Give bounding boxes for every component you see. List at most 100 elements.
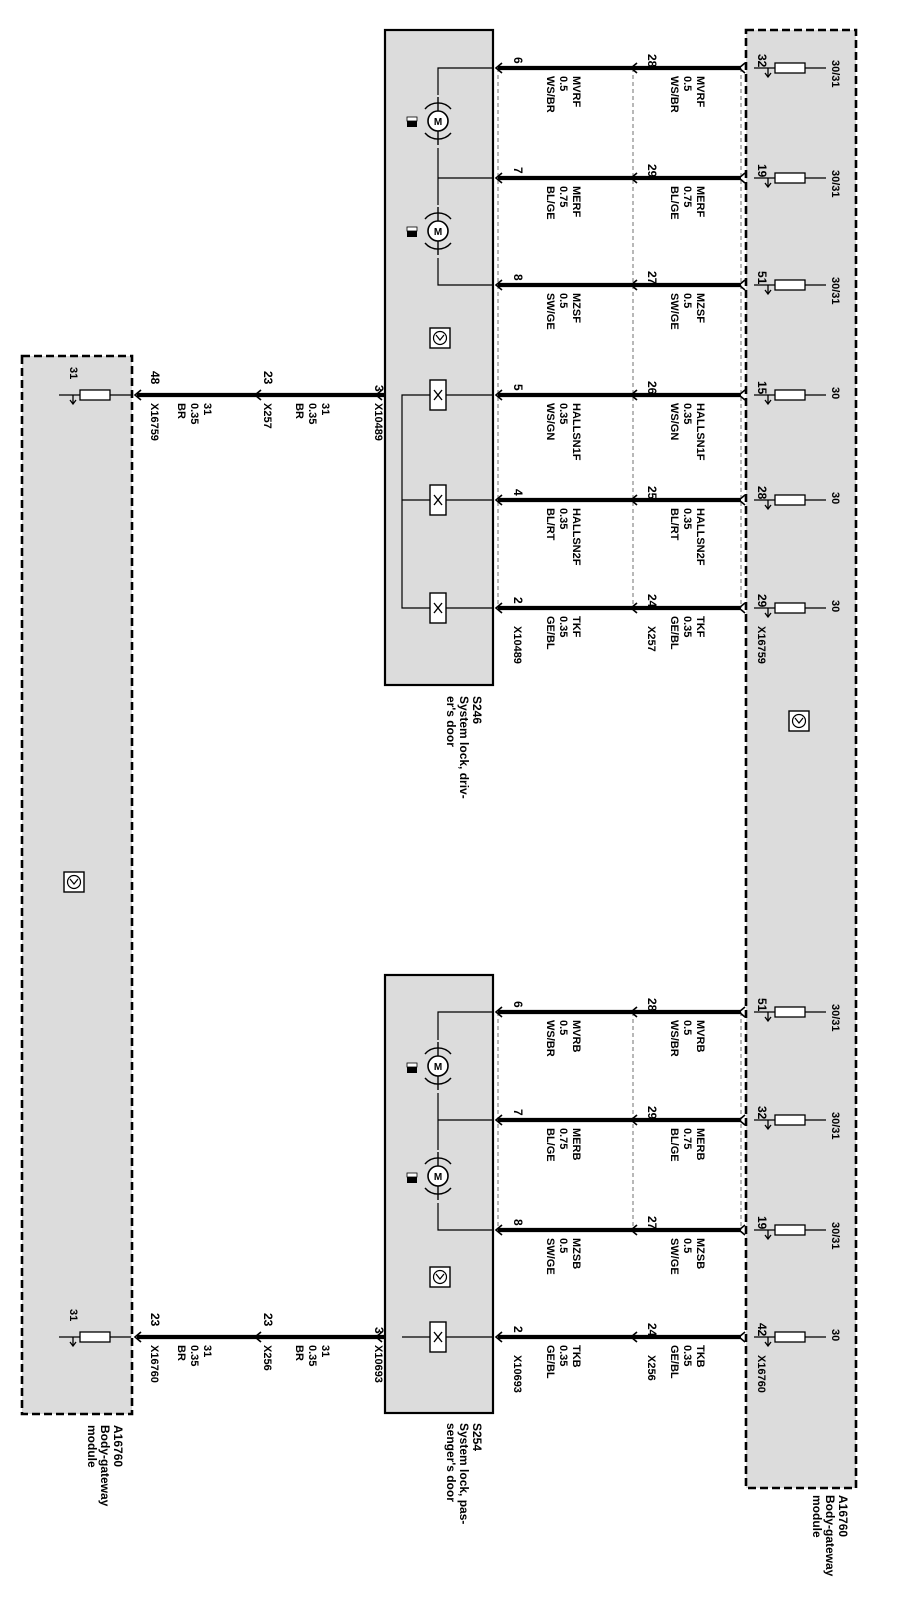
terminal-label: 30/31 <box>829 1222 841 1250</box>
wire-signal-label: HALLSN2F <box>694 508 706 566</box>
control-unit-icon <box>429 327 451 349</box>
wire-color-label: SW/GE <box>544 293 556 330</box>
wire-gauge-label: 0.75 <box>681 186 693 207</box>
pin-module: 29 <box>755 594 769 608</box>
wire-gauge-label: 0.35 <box>681 508 693 529</box>
pin-module: 51 <box>755 998 769 1012</box>
wire-signal-label: MVRB <box>570 1020 582 1052</box>
pin-module: 51 <box>755 271 769 285</box>
driver-switch-id: S246 <box>470 696 484 724</box>
terminal-label: 30 <box>829 387 841 399</box>
connector-chevron <box>494 1224 503 1236</box>
pin-module: 19 <box>755 1216 769 1230</box>
wire-signal-label: MZSB <box>570 1238 582 1269</box>
module-left-id: A16760 <box>111 1425 125 1467</box>
passenger-switch-caption: S254 System lock, pas- senger's door <box>444 1423 484 1524</box>
terminal-label: 30 <box>829 600 841 612</box>
wire-color-label: GE/BL <box>544 616 556 650</box>
module-right-caption: A16760 Body-gateway module <box>810 1495 850 1577</box>
pin-mid: 29 <box>645 1106 659 1120</box>
pin-switch: 5 <box>511 384 525 391</box>
driver-switch-internals <box>401 67 493 624</box>
fuse-marker-icon <box>406 116 418 128</box>
wire-signal-label: MERF <box>694 186 706 217</box>
hall-sensor-icon <box>429 484 447 516</box>
wire-signal-label: MZSB <box>694 1238 706 1269</box>
connector-chevron <box>629 1224 638 1236</box>
pin-module: 48 <box>148 371 162 385</box>
connector-chevron <box>629 1331 638 1343</box>
control-unit-icon <box>429 1266 451 1288</box>
wire-color-label: SW/GE <box>544 1238 556 1275</box>
wire-gauge-label: 0.35 <box>681 403 693 424</box>
connector-id-module: X16760 <box>148 1345 160 1383</box>
terminal-label: 31 <box>67 1309 79 1321</box>
pin-module: 19 <box>755 164 769 178</box>
driver-switch-caption: S246 System lock, driv- er's door <box>444 696 484 799</box>
pin-switch: 7 <box>511 1109 525 1116</box>
wire-gauge-label: 0.35 <box>188 1345 200 1366</box>
wire-color-label: GE/BL <box>544 1345 556 1379</box>
shield-lines <box>497 68 742 1230</box>
connector-chevron <box>133 1331 142 1343</box>
wire-gauge-label: 0.35 <box>681 1345 693 1366</box>
passenger-switch-internals <box>402 1011 493 1353</box>
pin-switch: 8 <box>511 1219 525 1226</box>
connector-id-switch: X10693 <box>372 1345 384 1383</box>
driver-switch-desc-line1: System lock, driv- <box>457 696 471 799</box>
pin-mid: 25 <box>645 486 659 500</box>
connector-chevron <box>253 389 262 401</box>
connector-id-mid: X257 <box>261 403 273 429</box>
wire-gauge-label: 0.35 <box>557 1345 569 1366</box>
connector-id-module: X16760 <box>755 1355 767 1393</box>
wire-color-label: BR <box>293 1345 305 1361</box>
connector-chevron <box>494 602 503 614</box>
connector-chevron <box>629 279 638 291</box>
pin-switch: 2 <box>511 1326 525 1333</box>
connector-id-switch: X10693 <box>511 1355 523 1393</box>
wire-color-label: WS/BR <box>668 1020 680 1057</box>
connector-chevron <box>737 1114 746 1126</box>
pin-module: 42 <box>755 1323 769 1337</box>
module-left-desc-line1: Body-gateway <box>98 1425 112 1507</box>
wire-gauge-label: 0.5 <box>681 293 693 308</box>
wire-color-label: WS/BR <box>668 76 680 113</box>
terminal-label: 30/31 <box>829 1004 841 1032</box>
wire-color-label: GE/BL <box>668 1345 680 1379</box>
terminal-label: 30/31 <box>829 60 841 88</box>
pin-mid: 29 <box>645 164 659 178</box>
pin-module: 23 <box>148 1313 162 1327</box>
connector-chevron <box>737 279 746 291</box>
connector-chevron <box>737 62 746 74</box>
connector-chevron <box>737 1331 746 1343</box>
wire-gauge-label: 0.35 <box>681 616 693 637</box>
fuse-marker-icon <box>406 1172 418 1184</box>
wire-gauge-label: 0.75 <box>557 186 569 207</box>
wire-signal-label: HALLSN1F <box>570 403 582 461</box>
connector-chevron <box>629 602 638 614</box>
passenger-switch-desc-line1: System lock, pas- <box>457 1423 471 1524</box>
pin-switch: 6 <box>511 1001 525 1008</box>
control-unit-icon <box>63 871 85 893</box>
terminal-label: 30/31 <box>829 1112 841 1140</box>
connector-id-mid: X256 <box>645 1355 657 1381</box>
connector-id-switch: X10489 <box>511 626 523 664</box>
wire-color-label: WS/GN <box>668 403 680 440</box>
pin-mid: 27 <box>645 1216 659 1230</box>
wire-color-label: BL/GE <box>668 186 680 220</box>
connector-chevron <box>629 62 638 74</box>
connector-chevron <box>494 1006 503 1018</box>
wire-signal-label: TKF <box>694 616 706 638</box>
wire-signal-label: MERB <box>694 1128 706 1160</box>
